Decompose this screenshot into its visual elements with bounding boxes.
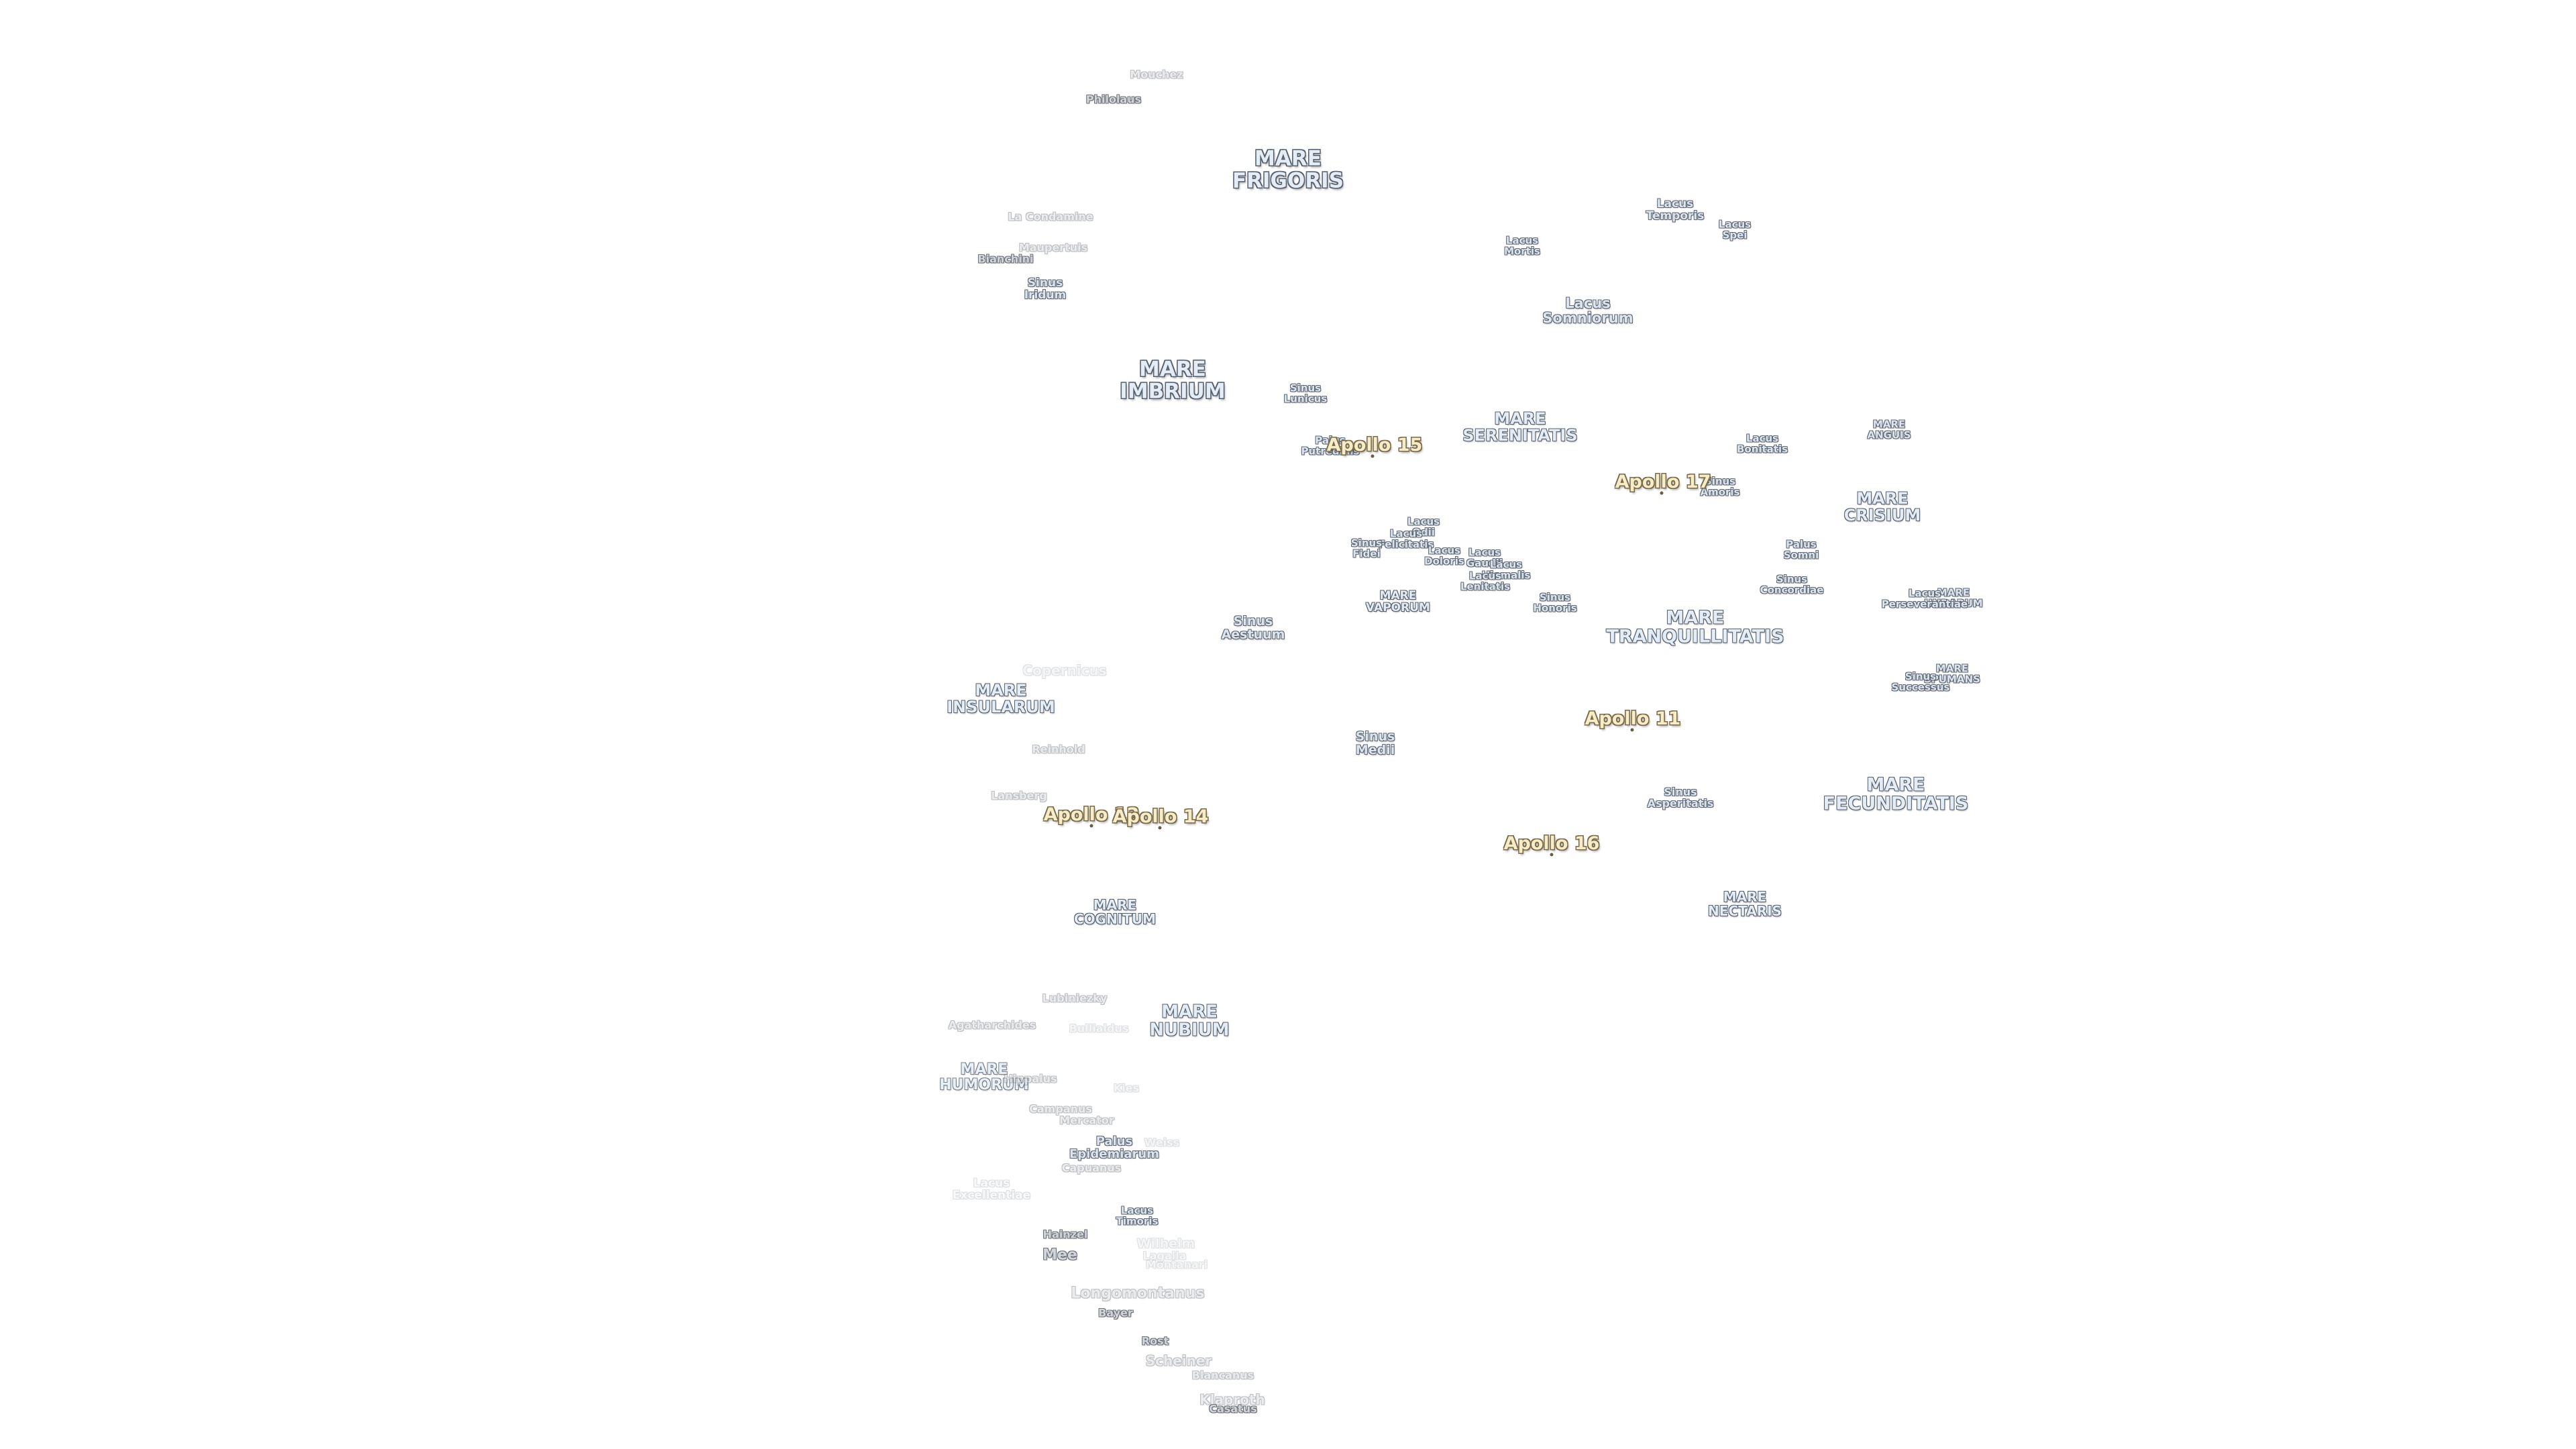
lacus-odii-label: Lacus Odii [1407, 515, 1440, 538]
apollo-15-marker-icon[interactable] [1371, 454, 1375, 458]
apollo-14-marker-icon[interactable] [1158, 826, 1162, 830]
lacus-timoris-label: Lacus Timoris [1116, 1204, 1159, 1227]
crater-philolaus-label: Philolaus [1085, 93, 1142, 106]
sinus-asperitatis-label: Sinus Asperitatis [1647, 786, 1714, 810]
crater-montanari-label: Montanari [1145, 1258, 1208, 1271]
crater-casatus-label: Casatus [1209, 1402, 1257, 1415]
crater-maupertuis-label: Maupertuis [1018, 241, 1088, 254]
apollo-17-label[interactable]: Apollo 17 [1615, 471, 1711, 492]
apollo-12-label[interactable]: Apollo 12 [1043, 804, 1140, 825]
mare-crisium-label: MARE CRISIUM [1843, 488, 1921, 525]
sinus-lunicus-label: Sinus Lunicus [1283, 382, 1328, 405]
lacus-hiemalis-label: Lacus Hiemalis [1481, 558, 1531, 581]
sinus-fidei-label: Sinus Fidei [1350, 537, 1383, 559]
apollo-11-marker-icon[interactable] [1630, 728, 1634, 732]
lacus-perseverantiae-label: Lacus Perseverantiae [1881, 587, 1968, 610]
apollo-16-label[interactable]: Apollo 16 [1503, 833, 1600, 854]
sinus-successus-label: Sinus Successus [1891, 670, 1950, 693]
sinus-iridum-label: Sinus Iridum [1024, 276, 1067, 302]
mare-humorum-label: MARE HUMORUM [939, 1061, 1029, 1093]
mare-tranquillitatis-label: MARE TRANQUILLITATIS [1606, 607, 1784, 647]
mare-insularum-label: MARE INSULARUM [947, 680, 1055, 716]
lacus-spei-label: Lacus Spei [1718, 218, 1752, 241]
apollo-11-label[interactable]: Apollo 11 [1585, 708, 1681, 729]
mare-anguis-label: MARE ANGUIS [1867, 418, 1911, 441]
crater-longomontanus-label: Longomontanus [1071, 1285, 1205, 1302]
mare-frigoris-label: MARE FRIGORIS [1232, 146, 1344, 193]
palus-somni-label: Palus Somni [1783, 538, 1819, 561]
sinus-concordiae-label: Sinus Concordiae [1760, 573, 1824, 596]
mare-cognitum-label: MARE COGNITUM [1073, 897, 1157, 927]
sinus-amoris-label: Sinus Amoris [1700, 475, 1740, 498]
crater-wilhelm-label: Wilhelm [1136, 1236, 1195, 1252]
crater-mercator-label: Mercator [1059, 1114, 1114, 1127]
crater-bullialdus-label: Bullialdus [1069, 1022, 1129, 1035]
crater-hainzel-label: Hainzel [1042, 1228, 1088, 1241]
mare-spumans-label: MARE SPUMANS [1924, 662, 1980, 685]
lacus-bonitatis-label: Lacus Bonitatis [1736, 432, 1788, 455]
crater-bianchini-label: Bianchini [977, 252, 1034, 266]
crater-blancanus-label: Blancanus [1191, 1368, 1254, 1382]
crater-mouchez-label: Mouchez [1130, 68, 1183, 81]
sinus-honoris-label: Sinus Honoris [1533, 591, 1577, 614]
mare-nubium-label: MARE NUBIUM [1149, 1002, 1230, 1040]
crater-lagalla-label: Lagalla [1142, 1249, 1187, 1263]
mare-imbrium-label: MARE IMBRIUM [1120, 357, 1226, 403]
mare-fecunditatis-label: MARE FECUNDITATIS [1823, 774, 1969, 814]
crater-hippalus-label: Hippalus [1004, 1072, 1057, 1085]
mare-undarum-label: MARE UNDARUM [1924, 586, 1983, 609]
sinus-aestuum-label: Sinus Aestuum [1221, 614, 1285, 642]
crater-scheiner-label: Scheiner [1145, 1352, 1212, 1369]
mare-serenitatis-label: MARE SERENITATIS [1462, 409, 1578, 445]
crater-copernicus-label: Copernicus [1022, 662, 1107, 679]
lacus-temporis-label: Lacus Temporis [1646, 197, 1705, 223]
crater-klaproth-label: Klaproth [1199, 1391, 1265, 1408]
crater-lubiniezky-label: Lubiniezky [1042, 991, 1108, 1005]
apollo-16-marker-icon[interactable] [1550, 853, 1554, 857]
apollo-17-marker-icon[interactable] [1660, 491, 1664, 495]
crater-agatharchides-label: Agatharchides [948, 1018, 1036, 1032]
lacus-lenitatis-label: Lacus Lenitatis [1460, 570, 1511, 592]
crater-mee-label: Mee [1042, 1246, 1077, 1264]
lacus-doloris-label: Lacus Doloris [1424, 544, 1464, 567]
lacus-excellentiae-label: Lacus Excellentiae [952, 1177, 1031, 1202]
crater-lansberg-label: Lansberg [991, 789, 1047, 802]
lacus-felicitatis-label: Lacus Felicitatis [1378, 527, 1434, 550]
crater-reinhold-label: Reinhold [1032, 743, 1085, 756]
mare-vaporum-label: MARE VAPORUM [1366, 589, 1430, 614]
crater-kies-label: Kies [1113, 1081, 1140, 1095]
palus-putredinis-label: Palus Putredinis [1301, 434, 1360, 457]
crater-capuanus-label: Capuanus [1061, 1161, 1122, 1175]
lacus-gaudii-label: Lacus Gaudii [1466, 546, 1503, 569]
palus-epidemiarum-label: Palus Epidemiarum [1069, 1134, 1159, 1161]
crater-weiss-label: Weiss [1144, 1136, 1180, 1149]
mare-nectaris-label: MARE NECTARIS [1708, 889, 1782, 919]
apollo-12-marker-icon[interactable] [1089, 824, 1093, 828]
crater-la-condamine-label: La Condamine [1008, 210, 1093, 223]
apollo-15-label[interactable]: Apollo 15 [1326, 434, 1423, 455]
crater-rost-label: Rost [1141, 1334, 1169, 1348]
crater-bayer-label: Bayer [1098, 1306, 1133, 1320]
crater-campanus-label: Campanus [1029, 1102, 1092, 1116]
lacus-mortis-label: Lacus Mortis [1504, 234, 1540, 257]
apollo-14-label[interactable]: Apollo 14 [1112, 806, 1209, 827]
sinus-medii-label: Sinus Medii [1355, 729, 1395, 757]
lacus-somniorum-label: Lacus Somniorum [1542, 294, 1633, 326]
